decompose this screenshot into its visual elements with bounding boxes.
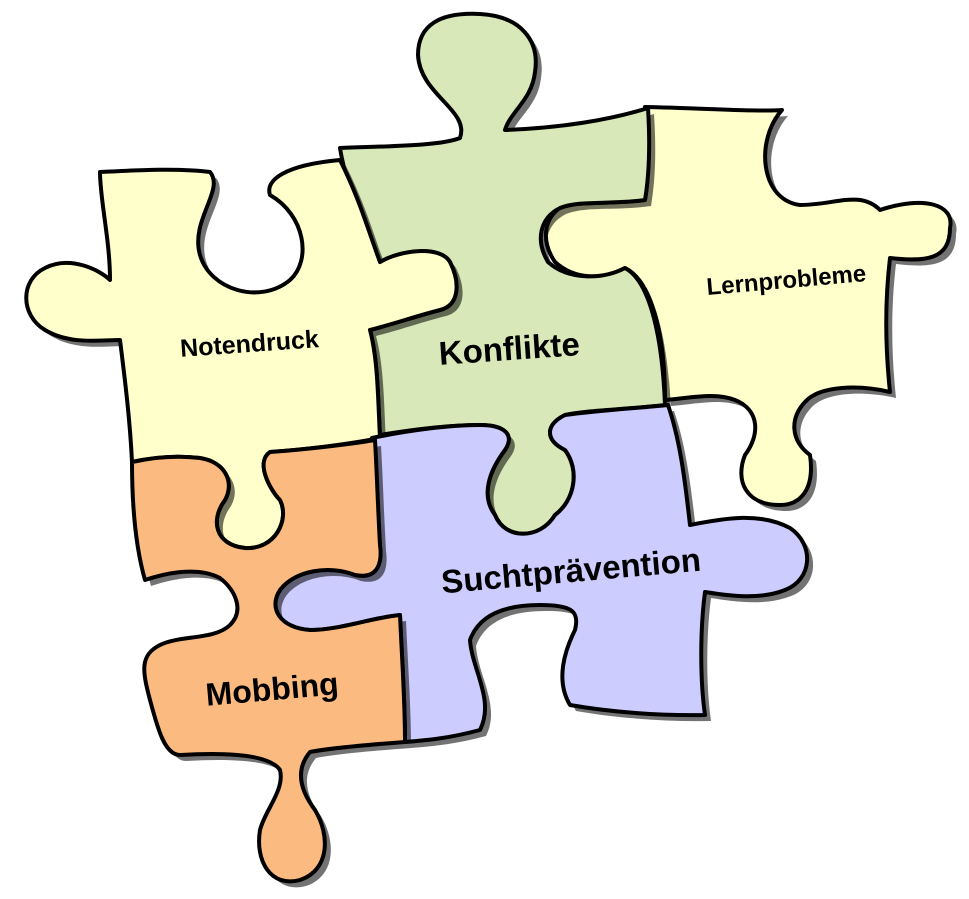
puzzle-piece-mobbing xyxy=(130,438,411,888)
puzzle-piece-notendruck xyxy=(24,158,463,555)
puzzle-piece-suchtpraevention xyxy=(273,403,814,748)
piece-mobbing-shape xyxy=(130,438,407,884)
